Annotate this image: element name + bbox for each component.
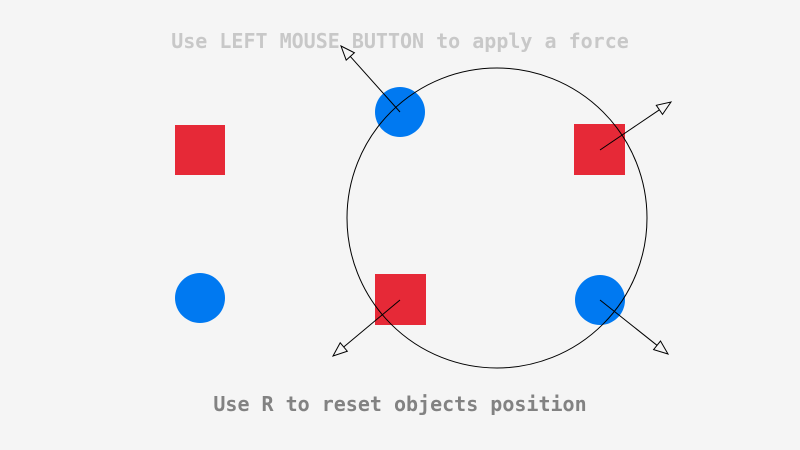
instruction-reset-text: Use R to reset objects position [213,392,586,416]
red-square-bottom-center[interactable] [375,274,426,325]
blue-circle-bottom-left[interactable] [175,273,225,323]
force-arrow-bottom-center-head [331,341,349,357]
force-arrow-top-right-head [655,101,673,116]
boundary-circle [346,67,648,369]
force-arrow-top-center-head [340,44,356,61]
force-arrow-bottom-center-line [343,299,401,348]
shape-layer [175,44,673,369]
red-square-top-left[interactable] [175,125,225,175]
instruction-apply-force-text: Use LEFT MOUSE BUTTON to apply a force [171,29,629,53]
force-arrow-bottom-right-line [599,299,658,346]
red-square-top-right[interactable] [574,124,625,175]
force-arrow-top-center-line [349,56,401,113]
force-arrow-bottom-right-head [652,340,670,355]
force-arrow-top-right-line [599,109,660,151]
